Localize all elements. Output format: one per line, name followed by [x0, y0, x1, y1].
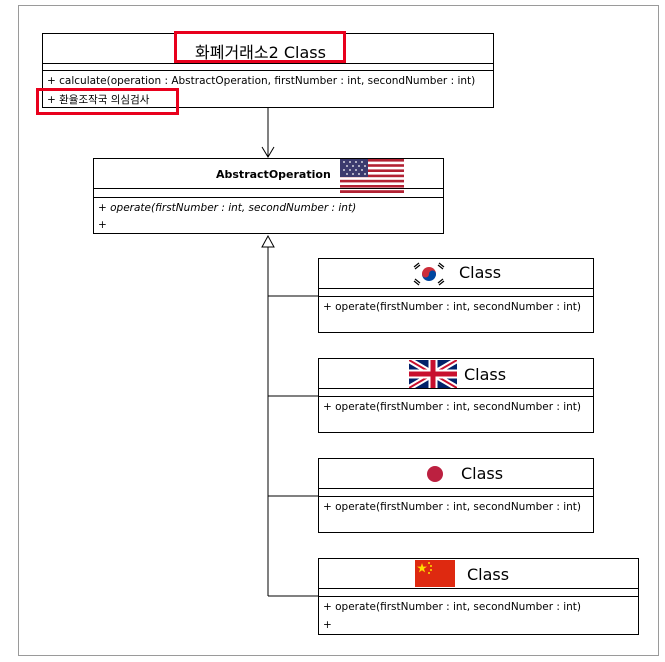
highlight-title [174, 31, 346, 63]
uk-op-operate: + operate(firstNumber : int, secondNumbe… [323, 401, 582, 413]
dependency-arrowhead [261, 146, 275, 158]
usa-flag-icon [340, 159, 404, 193]
japan-class-box: Class + operate(firstNumber : int, secon… [318, 458, 594, 533]
exchange-op-manipulation-check: + 환율조작국 의심검사 [47, 94, 150, 106]
inheritance-arrowhead [261, 234, 275, 248]
korea-op-operate: + operate(firstNumber : int, secondNumbe… [323, 301, 582, 313]
china-flag-icon [415, 560, 455, 587]
china-op-operate: + operate(firstNumber : int, secondNumbe… [323, 601, 582, 613]
exchange-class-title: 화폐거래소2 Class [195, 43, 326, 62]
uk-class-label: Class [464, 365, 507, 384]
korea-flag-icon [411, 261, 447, 287]
abstract-op-extra: + [98, 219, 107, 231]
korea-class-box: Class + operate(firstNumber : int, secon… [318, 258, 594, 333]
china-class-box: Class + operate(firstNumber : int, secon… [318, 558, 639, 635]
diagram-frame [18, 5, 659, 656]
china-class-label: Class [467, 565, 510, 584]
abstract-operation-title: AbstractOperation [216, 168, 331, 181]
uk-class-box: Class + operate(firstNumber : int, secon… [318, 358, 594, 433]
abstract-op-operate: + operate(firstNumber : int, secondNumbe… [98, 202, 357, 214]
exchange-op-calculate: + calculate(operation : AbstractOperatio… [47, 75, 476, 87]
korea-class-label: Class [459, 263, 502, 282]
highlight-new-op [36, 88, 179, 115]
abstract-operation-box: AbstractOperation + operate(firstNumber … [93, 158, 444, 234]
japan-flag-icon [427, 466, 443, 482]
japan-class-label: Class [461, 464, 504, 483]
japan-op-operate: + operate(firstNumber : int, secondNumbe… [323, 501, 582, 513]
uk-flag-icon [409, 360, 457, 388]
china-op-extra: + [323, 619, 332, 631]
